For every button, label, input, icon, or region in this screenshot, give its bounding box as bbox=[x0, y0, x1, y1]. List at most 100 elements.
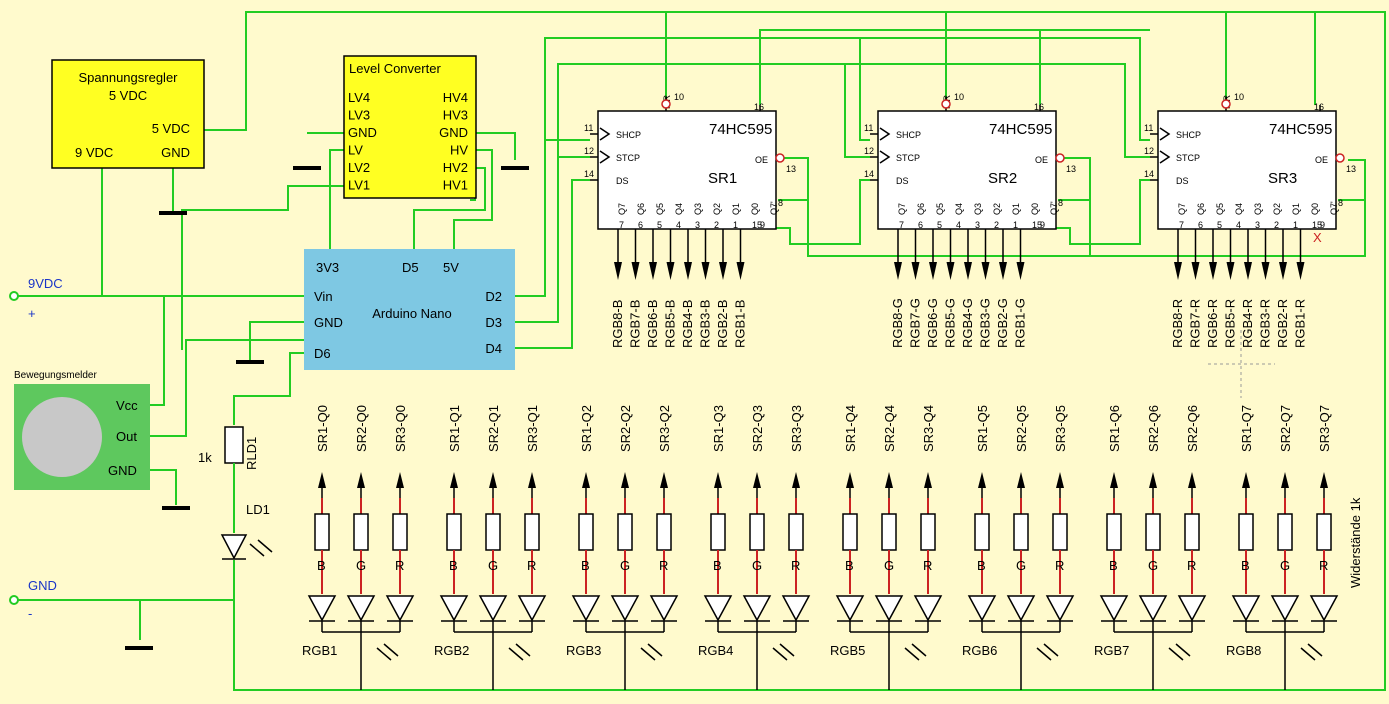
shift-register-1: 74HC595SR1SHCP11STCP12DS14MR1016OE138Q7Q… bbox=[584, 92, 796, 348]
sr-pin-num: 11 bbox=[1144, 123, 1153, 133]
rgb-input-label: SR2-Q6 bbox=[1146, 405, 1161, 452]
lc-right-pin-2: GND bbox=[439, 125, 468, 140]
rgb-led-name: RGB2 bbox=[434, 643, 469, 658]
sr-pin-num: 6 bbox=[918, 220, 923, 230]
sr-pin-num: 16 bbox=[1034, 102, 1044, 112]
sr-output-label: RGB5-R bbox=[1223, 299, 1238, 348]
sr-pin-num: 5 bbox=[1217, 220, 1222, 230]
rgb-input-label: SR3-Q5 bbox=[1053, 405, 1068, 452]
sr-pin-num: 9 bbox=[1320, 220, 1325, 230]
sr-pin-num: 3 bbox=[975, 220, 980, 230]
regulator-pin-in: 9 VDC bbox=[75, 145, 113, 160]
sr-pin-q: Q6 bbox=[636, 203, 646, 215]
rgb-input-label: SR3-Q0 bbox=[393, 405, 408, 452]
wiring bbox=[14, 11, 1386, 691]
rgb-channel-letter: R bbox=[923, 558, 932, 573]
level-converter-title: Level Converter bbox=[349, 61, 441, 76]
arduino-pin-gnd: GND bbox=[314, 315, 343, 330]
rgb-input-label: SR2-Q2 bbox=[618, 405, 633, 452]
sr-output-label: RGB5-G bbox=[943, 298, 958, 348]
lc-left-pin-2: GND bbox=[348, 125, 377, 140]
status-led-name: LD1 bbox=[246, 502, 270, 517]
sr-pin-q: Q7' bbox=[1329, 201, 1339, 215]
sr-output-label: RGB3-G bbox=[978, 298, 993, 348]
sr-part-3: 74HC595 bbox=[1269, 121, 1332, 138]
lc-right-pin-1: HV3 bbox=[443, 108, 468, 123]
resistor-note: Widerstände 1k bbox=[1348, 497, 1363, 588]
motion-sensor: Bewegungsmelder Vcc Out GND bbox=[14, 370, 150, 490]
rgb-led-name: RGB3 bbox=[566, 643, 601, 658]
sr-pin-num: 15 bbox=[1312, 220, 1322, 230]
sr-output-label: RGB2-G bbox=[995, 298, 1010, 348]
sr-pin-num: 10 bbox=[1234, 92, 1244, 102]
sr-pin-num: 14 bbox=[1144, 169, 1154, 179]
status-led: 1k RLD1 LD1 bbox=[198, 396, 273, 560]
sr-output-label: RGB8-B bbox=[610, 300, 625, 348]
supply-terminals: 9VDC + GND - bbox=[9, 276, 63, 621]
lc-right-pin-4: HV2 bbox=[443, 160, 468, 175]
sr-pin-q: Q5 bbox=[655, 203, 665, 215]
rgb-input-label: SR2-Q0 bbox=[354, 405, 369, 452]
sr-pin-num: 14 bbox=[864, 169, 874, 179]
rgb-input-label: SR1-Q2 bbox=[579, 405, 594, 452]
supply-gnd-label: GND bbox=[28, 578, 57, 593]
sr-pin-num: 14 bbox=[584, 169, 594, 179]
sr-pin-q: Q7 bbox=[897, 203, 907, 215]
arduino-pin-d3: D3 bbox=[485, 315, 502, 330]
rgb-led-name: RGB1 bbox=[302, 643, 337, 658]
sr-pin-q: Q0 bbox=[750, 203, 760, 215]
lc-left-pin-4: LV2 bbox=[348, 160, 370, 175]
sr-pin-num: 3 bbox=[695, 220, 700, 230]
sr-pin-oe: OE bbox=[755, 155, 768, 165]
sr-pin-num: 13 bbox=[1066, 164, 1076, 174]
shift-register-3: 74HC595SR3SHCP11STCP12DS14MR1016OE138Q7Q… bbox=[1144, 92, 1356, 348]
rgb-input-label: SR2-Q7 bbox=[1278, 405, 1293, 452]
sr-pin-num: 15 bbox=[1032, 220, 1042, 230]
rgb-input-label: SR1-Q3 bbox=[711, 405, 726, 452]
rgb-led-layer: SR1-Q0BSR2-Q0GSR3-Q0RRGB1SR1-Q1BSR2-Q1GS… bbox=[302, 405, 1339, 690]
rgb-channel-letter: R bbox=[1187, 558, 1196, 573]
lc-right-pin-5: HV1 bbox=[443, 178, 468, 193]
lc-right-pin-0: HV4 bbox=[443, 90, 468, 105]
arduino-pin-3v3: 3V3 bbox=[316, 260, 339, 275]
sr-output-label: RGB5-B bbox=[663, 300, 678, 348]
sr-pin-num: 1 bbox=[1013, 220, 1018, 230]
sr-pin-num: 3 bbox=[1255, 220, 1260, 230]
sr-pin-q: Q4 bbox=[674, 203, 684, 215]
rgb-channel-letter: R bbox=[659, 558, 668, 573]
sr-part-2: 74HC595 bbox=[989, 121, 1052, 138]
lc-right-pin-3: HV bbox=[450, 143, 468, 158]
rgb-channel-letter: B bbox=[1109, 558, 1118, 573]
sr-pin-num: 11 bbox=[864, 123, 873, 133]
sr-pin-num: 11 bbox=[584, 123, 593, 133]
regulator-title: Spannungsregler bbox=[78, 70, 178, 85]
sr-output-label: RGB7-B bbox=[628, 300, 643, 348]
rgb-channel-letter: G bbox=[1280, 558, 1290, 573]
sr-pin-num: 8 bbox=[1058, 198, 1063, 208]
rgb-input-label: SR3-Q7 bbox=[1317, 405, 1332, 452]
sr-output-label: RGB6-B bbox=[645, 300, 660, 348]
rgb-channel-letter: B bbox=[581, 558, 590, 573]
shift-register-layer: 74HC595SR1SHCP11STCP12DS14MR1016OE138Q7Q… bbox=[584, 92, 1356, 348]
sr-part-1: 74HC595 bbox=[709, 121, 772, 138]
sr-pin-num: 8 bbox=[778, 198, 783, 208]
sr-pin-oe: OE bbox=[1035, 155, 1048, 165]
sr-pin-q: Q0 bbox=[1030, 203, 1040, 215]
sr-pin-num: 1 bbox=[733, 220, 738, 230]
sr-output-label: RGB7-R bbox=[1188, 299, 1203, 348]
sr-pin-num: 7 bbox=[619, 220, 624, 230]
sr-pin-num: 9 bbox=[1040, 220, 1045, 230]
sr-output-label: RGB6-G bbox=[925, 298, 940, 348]
rgb-led-name: RGB4 bbox=[698, 643, 733, 658]
terminal-9v bbox=[9, 291, 19, 301]
rgb-channel-letter: B bbox=[977, 558, 986, 573]
rgb-input-label: SR2-Q1 bbox=[486, 405, 501, 452]
sr-output-label: RGB1-B bbox=[733, 300, 748, 348]
voltage-regulator: Spannungsregler 5 VDC 5 VDC 9 VDC GND bbox=[51, 59, 205, 169]
sr-output-label: RGB8-G bbox=[890, 298, 905, 348]
sr-pin-stcp: STCP bbox=[896, 153, 920, 163]
